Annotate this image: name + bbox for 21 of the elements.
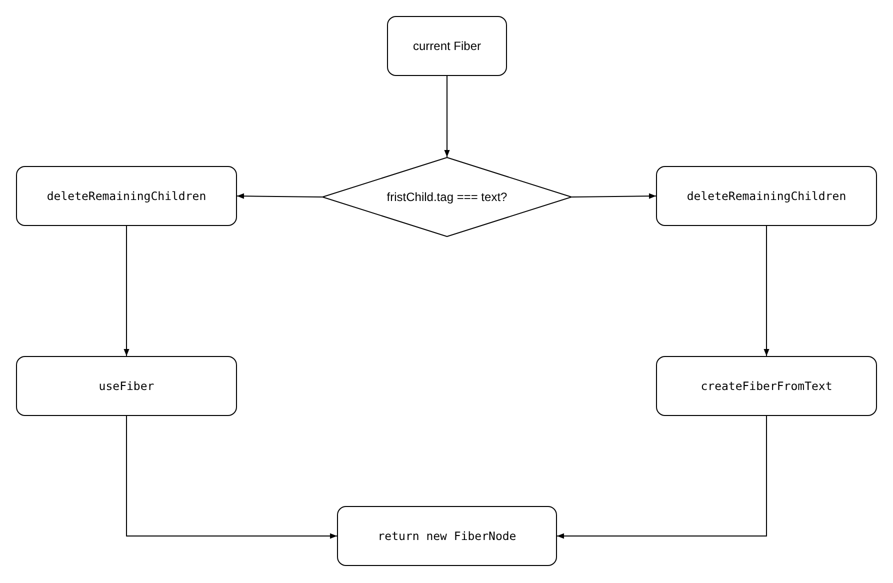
node-label: useFiber bbox=[98, 379, 154, 393]
node-label: createFiberFromText bbox=[700, 379, 832, 393]
decision-diamond bbox=[322, 157, 572, 237]
process-box bbox=[337, 506, 557, 566]
process-box bbox=[656, 356, 877, 416]
node-label: fristChild.tag === text? bbox=[386, 190, 508, 204]
arrow bbox=[236, 193, 322, 199]
arrow bbox=[126, 416, 338, 539]
node-label: deleteRemainingChildren bbox=[686, 189, 846, 203]
arrow bbox=[124, 226, 130, 356]
process-box bbox=[656, 166, 877, 226]
node-label: deleteRemainingChildren bbox=[46, 189, 206, 203]
process-box bbox=[387, 16, 507, 76]
arrow bbox=[572, 193, 656, 199]
process-box bbox=[16, 356, 237, 416]
node-label: current Fiber bbox=[412, 39, 482, 53]
arrow bbox=[764, 226, 770, 356]
node-label: return new FiberNode bbox=[378, 529, 516, 543]
arrow bbox=[556, 416, 767, 539]
process-box bbox=[16, 166, 237, 226]
arrow bbox=[444, 76, 450, 158]
